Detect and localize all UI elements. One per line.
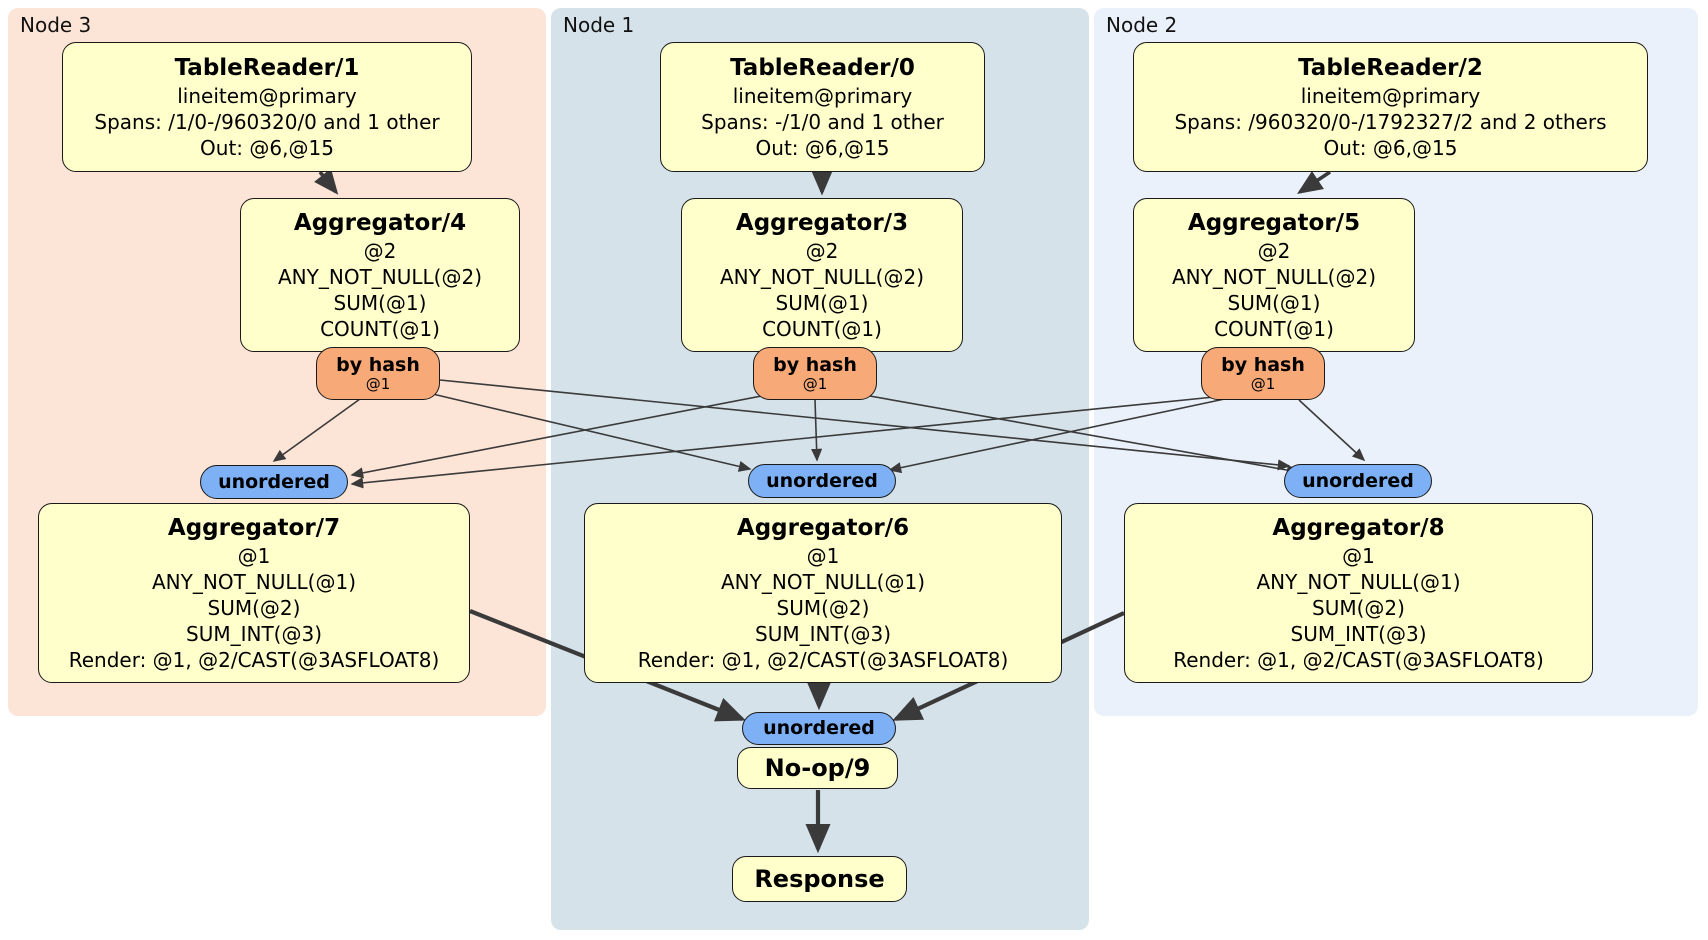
tablereader-2-spans: Spans: /960320/0-/1792327/2 and 2 others	[1174, 109, 1607, 134]
node2-region-label: Node 2	[1106, 13, 1178, 37]
tablereader-1-spans: Spans: /1/0-/960320/0 and 1 other	[94, 109, 440, 134]
aggregator-5-fn3: COUNT(@1)	[1214, 316, 1334, 341]
response-box: Response	[732, 856, 907, 902]
tablereader-2-box: TableReader/2 lineitem@primary Spans: /9…	[1133, 42, 1648, 172]
tablereader-1-index: lineitem@primary	[177, 83, 357, 108]
tablereader-0-spans: Spans: -/1/0 and 1 other	[701, 109, 944, 134]
aggregator-6-fn2: SUM(@2)	[776, 595, 870, 620]
aggregator-5-fn1: ANY_NOT_NULL(@2)	[1172, 264, 1376, 289]
router-edges	[272, 379, 1366, 489]
aggregator-4-group: @2	[363, 238, 397, 263]
tablereader-1-out: Out: @6,@15	[200, 135, 334, 160]
edge-tr2-agg5	[1297, 170, 1331, 194]
aggregator-5-fn2: SUM(@1)	[1227, 290, 1321, 315]
aggregator-4-fn3: COUNT(@1)	[320, 316, 440, 341]
node1-region-label: Node 1	[563, 13, 635, 37]
aggregator-6-fn1: ANY_NOT_NULL(@1)	[721, 569, 925, 594]
aggregator-5-group: @2	[1257, 238, 1291, 263]
aggregator-8-group: @1	[1342, 543, 1375, 568]
edge-rr-sm	[888, 396, 1235, 474]
edge-rl-sr	[439, 379, 1291, 471]
aggregator-7-fn1: ANY_NOT_NULL(@1)	[152, 569, 356, 594]
aggregator-8-fn2: SUM(@2)	[1312, 595, 1405, 620]
noop-title: No-op/9	[764, 753, 871, 782]
hash-router-middle: by hash @1	[753, 347, 877, 400]
aggregator-8-box: Aggregator/8 @1 ANY_NOT_NULL(@1) SUM(@2)…	[1124, 503, 1593, 683]
node3-region-label: Node 3	[20, 13, 92, 37]
aggregator-3-title: Aggregator/3	[735, 209, 909, 236]
aggregator-3-fn1: ANY_NOT_NULL(@2)	[720, 264, 924, 289]
aggregator-7-fn2: SUM(@2)	[207, 595, 301, 620]
tablereader-2-title: TableReader/2	[1298, 54, 1483, 81]
aggregator-4-box: Aggregator/4 @2 ANY_NOT_NULL(@2) SUM(@1)…	[240, 198, 520, 352]
aggregator-8-render: Render: @1, @2/CAST(@3ASFLOAT8)	[1173, 647, 1544, 672]
hash-router-right-label: by hash	[1221, 353, 1305, 376]
aggregator-5-title: Aggregator/5	[1187, 209, 1361, 236]
aggregator-4-title: Aggregator/4	[293, 209, 467, 236]
tablereader-edges	[314, 168, 1331, 196]
hash-router-right: by hash @1	[1201, 347, 1325, 400]
edge-tr1-agg4	[314, 168, 339, 195]
tablereader-2-index: lineitem@primary	[1300, 83, 1481, 108]
aggregator-6-group: @1	[806, 543, 840, 568]
aggregator-4-fn1: ANY_NOT_NULL(@2)	[278, 264, 482, 289]
aggregator-6-render: Render: @1, @2/CAST(@3ASFLOAT8)	[637, 647, 1009, 672]
edge-rr-sl	[350, 395, 1225, 489]
aggregator-8-fn3: SUM_INT(@3)	[1290, 621, 1427, 646]
aggregator-8-fn1: ANY_NOT_NULL(@1)	[1256, 569, 1461, 594]
aggregator-6-title: Aggregator/6	[736, 514, 910, 541]
edge-rr-sr	[1298, 399, 1366, 462]
tablereader-2-out: Out: @6,@15	[1323, 135, 1458, 160]
unordered-sync-middle-label: unordered	[766, 469, 878, 492]
aggregator-5-box: Aggregator/5 @2 ANY_NOT_NULL(@2) SUM(@1)…	[1133, 198, 1415, 352]
aggregator-6-fn3: SUM_INT(@3)	[755, 621, 891, 646]
aggregator-3-group: @2	[805, 238, 839, 263]
aggregator-3-box: Aggregator/3 @2 ANY_NOT_NULL(@2) SUM(@1)…	[681, 198, 963, 352]
tablereader-0-box: TableReader/0 lineitem@primary Spans: -/…	[660, 42, 985, 172]
tablereader-0-title: TableReader/0	[730, 54, 915, 81]
tablereader-1-box: TableReader/1 lineitem@primary Spans: /1…	[62, 42, 472, 172]
tablereader-0-out: Out: @6,@15	[755, 135, 890, 160]
aggregator-7-group: @1	[237, 543, 271, 568]
aggregator-4-fn2: SUM(@1)	[333, 290, 427, 315]
hash-router-middle-stream: @1	[802, 374, 828, 393]
unordered-sync-right: unordered	[1284, 464, 1432, 498]
hash-router-left-stream: @1	[365, 374, 391, 393]
aggregator-3-fn2: SUM(@1)	[775, 290, 869, 315]
aggregator-8-title: Aggregator/8	[1272, 514, 1445, 541]
aggregator-3-fn3: COUNT(@1)	[762, 316, 882, 341]
unordered-sync-middle: unordered	[748, 464, 896, 498]
unordered-sync-final: unordered	[742, 712, 896, 745]
tablereader-1-title: TableReader/1	[174, 54, 360, 81]
edge-rm-sr	[852, 392, 1300, 476]
unordered-sync-left-label: unordered	[218, 470, 330, 493]
unordered-sync-left: unordered	[200, 465, 348, 499]
aggregator-6-box: Aggregator/6 @1 ANY_NOT_NULL(@1) SUM(@2)…	[584, 503, 1062, 683]
hash-router-middle-label: by hash	[773, 353, 857, 376]
aggregator-7-fn3: SUM_INT(@3)	[186, 621, 322, 646]
edge-rm-sm	[811, 399, 823, 462]
noop-box: No-op/9	[737, 747, 898, 789]
edge-rl-sl	[272, 398, 361, 462]
tablereader-0-index: lineitem@primary	[732, 83, 913, 108]
hash-router-left-label: by hash	[336, 353, 420, 376]
unordered-sync-right-label: unordered	[1302, 469, 1414, 492]
hash-router-right-stream: @1	[1250, 374, 1276, 393]
hash-router-left: by hash @1	[316, 347, 440, 400]
unordered-sync-final-label: unordered	[763, 717, 875, 739]
aggregator-7-render: Render: @1, @2/CAST(@3ASFLOAT8)	[68, 647, 440, 672]
aggregator-7-box: Aggregator/7 @1 ANY_NOT_NULL(@1) SUM(@2)…	[38, 503, 470, 683]
response-title: Response	[754, 864, 885, 893]
edge-rm-sl	[350, 392, 778, 479]
aggregator-7-title: Aggregator/7	[167, 514, 341, 541]
